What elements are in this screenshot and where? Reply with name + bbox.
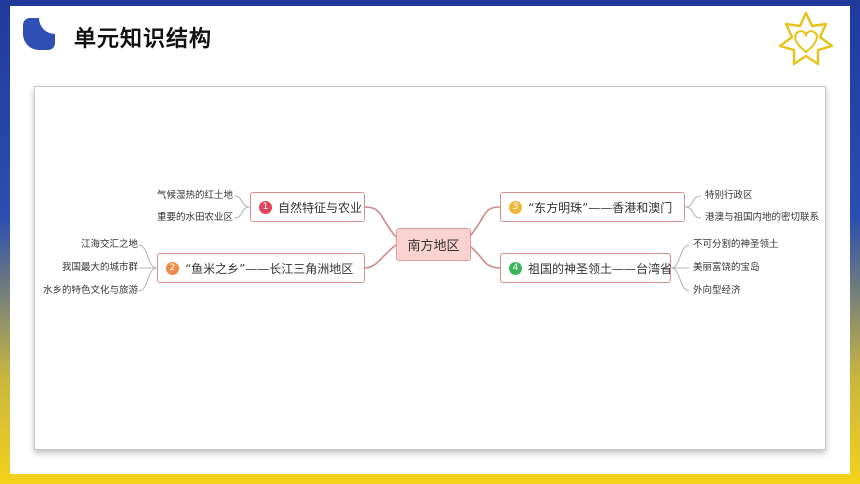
branch-4-leaf-1: 不可分割的神圣领土 — [693, 239, 779, 250]
branch-node-3: 3 “东方明珠”——香港和澳门 — [500, 192, 685, 222]
branch-label-2: “鱼米之乡”——长江三角洲地区 — [185, 261, 354, 276]
mindmap-center-node: 南方地区 — [396, 228, 471, 261]
branch-node-4: 4 祖国的神圣领土——台湾省 — [500, 253, 673, 283]
branch-label-4: 祖国的神圣领土——台湾省 — [528, 261, 673, 276]
branch-node-1: 1 自然特征与农业 — [250, 192, 365, 222]
branch-2-leaf-1: 江海交汇之地 — [80, 239, 138, 250]
branch-3-leaf-2: 港澳与祖国内地的密切联系 — [705, 212, 820, 223]
branch-number-badge-4: 4 — [509, 261, 522, 275]
slide: 单元知识结构 — [10, 6, 850, 474]
center-node-label: 南方地区 — [407, 239, 460, 254]
branch-4-leaf-3: 外向型经济 — [693, 285, 741, 296]
page-title: 单元知识结构 — [74, 27, 213, 52]
mindmap-connectors — [138, 195, 702, 292]
branch-1-leaf-1: 气候湿热的红土地 — [156, 190, 233, 201]
header-badge-icon — [23, 18, 55, 50]
branch-2-leaf-3: 水乡的特色文化与旅游 — [42, 285, 138, 296]
branch-3-leaf-1: 特别行政区 — [705, 190, 753, 201]
branch-label-3: “东方明珠”——香港和澳门 — [528, 200, 673, 215]
branch-1-leaf-2: 重要的水田农业区 — [156, 212, 233, 223]
branch-4-leaf-2: 美丽富饶的宝岛 — [693, 262, 760, 273]
branch-number-badge-3: 3 — [509, 200, 522, 214]
branch-node-2: 2 “鱼米之乡”——长江三角洲地区 — [157, 253, 365, 283]
heart-star-logo-icon — [778, 11, 834, 66]
branch-number-badge-1: 1 — [259, 200, 272, 214]
branch-2-leaf-2: 我国最大的城市群 — [61, 262, 138, 273]
branch-number-badge-2: 2 — [166, 261, 179, 275]
branch-label-1: 自然特征与农业 — [278, 200, 363, 215]
mindmap-frame: 南方地区 1 自然特征与农业 气候湿热的红土地 重要的水田农业区 2 “鱼米之乡… — [34, 86, 826, 450]
